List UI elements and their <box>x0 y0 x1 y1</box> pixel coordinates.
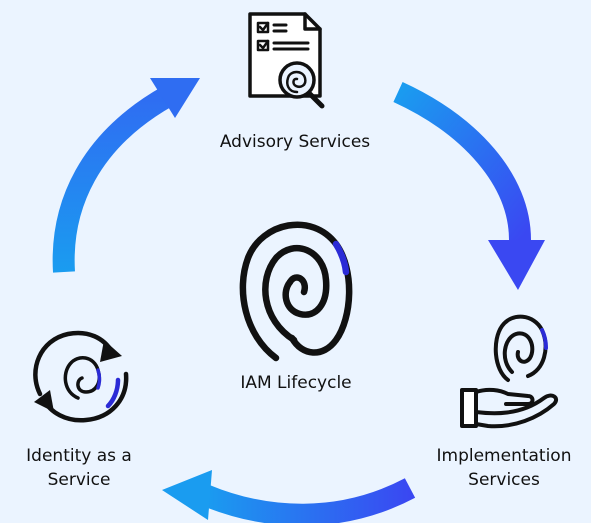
cycle-arrow-implementation-to-identity <box>162 470 416 523</box>
stage-label-identity: Identity as a Service <box>0 444 158 492</box>
stage-label-implementation-line1: Implementation <box>436 446 572 466</box>
stage-label-identity-line2: Service <box>47 470 111 490</box>
stage-label-implementation: Implementation Services <box>414 444 591 492</box>
cycle-arrow-identity-to-advisory <box>52 78 200 273</box>
stage-label-implementation-line2: Services <box>468 470 540 490</box>
center-label: IAM Lifecycle <box>240 373 352 393</box>
stage-label-advisory: Advisory Services <box>195 130 395 154</box>
stage-label-advisory-line1: Advisory Services <box>219 132 371 152</box>
stage-label-identity-line1: Identity as a <box>26 446 132 466</box>
cycle-arrow-advisory-to-implementation <box>393 82 545 290</box>
fingerprint-icon <box>239 221 353 362</box>
document-fingerprint-magnifier-icon <box>248 12 325 109</box>
hand-fingerprint-icon <box>460 314 559 429</box>
cycle-fingerprint-icon <box>33 330 129 423</box>
